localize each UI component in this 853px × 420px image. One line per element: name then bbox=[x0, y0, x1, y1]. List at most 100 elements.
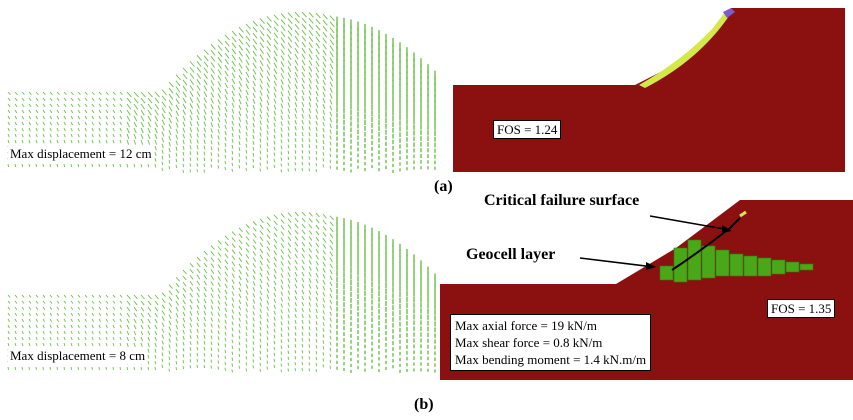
displacement-vector bbox=[196, 133, 199, 138]
arrow-to-geocell bbox=[579, 257, 655, 268]
displacement-vector bbox=[70, 139, 73, 144]
displacement-vector bbox=[252, 239, 257, 244]
displacement-vector bbox=[42, 342, 45, 347]
displacement-vector bbox=[133, 342, 136, 347]
displacement-vector bbox=[105, 312, 109, 316]
displacement-vector bbox=[21, 330, 24, 335]
displacement-vector bbox=[294, 247, 298, 253]
displacement-vector bbox=[231, 84, 236, 91]
displacement-vector bbox=[154, 163, 157, 168]
displacement-vector bbox=[238, 227, 243, 232]
displacement-vector bbox=[21, 312, 25, 316]
displacement-vector bbox=[322, 122, 325, 127]
displacement-vector bbox=[217, 87, 222, 93]
displacement-vector bbox=[259, 320, 262, 325]
displacement-vector bbox=[231, 42, 237, 49]
displacement-vector bbox=[119, 133, 122, 138]
displacement-vector bbox=[294, 89, 298, 96]
displacement-vector bbox=[56, 312, 60, 316]
displacement-vector bbox=[203, 352, 206, 357]
displacement-vector bbox=[210, 299, 214, 304]
structural-forces-box: Max axial force = 19 kN/m Max shear forc… bbox=[450, 314, 652, 371]
displacement-vector bbox=[252, 98, 256, 104]
displacement-vector bbox=[322, 274, 326, 279]
displacement-vector bbox=[105, 133, 108, 138]
displacement-vector bbox=[273, 20, 279, 27]
displacement-vector bbox=[245, 314, 248, 319]
displacement-vector bbox=[182, 317, 186, 323]
displacement-vector bbox=[21, 139, 24, 144]
displacement-vector bbox=[161, 334, 165, 339]
displacement-vector bbox=[203, 67, 209, 74]
displacement-vector bbox=[287, 120, 290, 126]
displacement-vector bbox=[287, 230, 292, 235]
displacement-vector bbox=[203, 310, 207, 316]
displacement-vector bbox=[315, 60, 320, 67]
displacement-vector bbox=[259, 138, 262, 143]
displacement-vector bbox=[315, 132, 318, 138]
displacement-vector bbox=[329, 153, 332, 158]
displacement-vector bbox=[35, 330, 38, 335]
displacement-vector bbox=[189, 280, 194, 286]
displacement-vector bbox=[182, 323, 186, 329]
displacement-vector bbox=[259, 72, 264, 78]
displacement-vector bbox=[217, 336, 220, 341]
displacement-vector bbox=[35, 294, 39, 298]
displacement-vector bbox=[224, 259, 229, 265]
displacement-vector bbox=[322, 298, 326, 303]
displacement-vector bbox=[147, 115, 152, 122]
displacement-vector bbox=[217, 270, 221, 275]
displacement-vector bbox=[266, 118, 269, 123]
displacement-vector bbox=[161, 137, 165, 143]
displacement-vector bbox=[259, 272, 263, 278]
displacement-vector bbox=[28, 366, 30, 370]
displacement-vector bbox=[294, 17, 300, 24]
displacement-vector bbox=[308, 242, 313, 247]
displacement-vector bbox=[91, 336, 94, 341]
displacement-vector bbox=[7, 306, 11, 310]
displacement-vector bbox=[210, 335, 213, 340]
displacement-vector bbox=[252, 110, 256, 116]
displacement-vector bbox=[224, 58, 229, 65]
displacement-vector bbox=[77, 342, 80, 347]
displacement-vector bbox=[42, 121, 45, 126]
displacement-vector bbox=[7, 109, 11, 114]
displacement-vector bbox=[224, 130, 227, 136]
displacement-vector bbox=[245, 302, 249, 307]
displacement-vector bbox=[252, 44, 257, 51]
displacement-vector bbox=[238, 365, 240, 369]
displacement-vector bbox=[133, 97, 139, 104]
displacement-vector bbox=[154, 324, 158, 330]
displacement-vector bbox=[147, 139, 151, 145]
displacement-vector bbox=[105, 306, 109, 310]
displacement-vector bbox=[231, 333, 234, 338]
displacement-vector bbox=[112, 324, 115, 329]
displacement-vector bbox=[210, 50, 216, 56]
displacement-vector bbox=[322, 97, 326, 104]
displacement-vector bbox=[49, 300, 53, 304]
displacement-vector bbox=[301, 319, 304, 324]
displacement-vector bbox=[280, 303, 283, 308]
displacement-vector bbox=[217, 294, 221, 299]
displacement-vector bbox=[308, 156, 311, 160]
displacement-vector bbox=[273, 50, 278, 57]
displacement-vector bbox=[301, 77, 305, 84]
displacement-vector bbox=[49, 103, 53, 108]
displacement-vector bbox=[266, 58, 271, 64]
displacement-vector bbox=[322, 268, 326, 273]
displacement-vector bbox=[238, 359, 241, 363]
displacement-vector bbox=[63, 163, 66, 168]
displacement-vector bbox=[259, 162, 262, 166]
displacement-vector bbox=[315, 126, 318, 132]
displacement-vector bbox=[224, 307, 228, 312]
displacement-vector bbox=[329, 275, 333, 281]
displacement-vector bbox=[35, 318, 38, 323]
displacement-vector bbox=[329, 123, 332, 129]
displacement-vector bbox=[287, 296, 291, 301]
displacement-vector bbox=[175, 348, 178, 353]
displacement-vector bbox=[196, 328, 199, 333]
displacement-vector bbox=[308, 224, 313, 229]
displacement-vector bbox=[196, 316, 200, 322]
displacement-vector bbox=[14, 366, 16, 370]
displacement-vector bbox=[210, 146, 213, 151]
